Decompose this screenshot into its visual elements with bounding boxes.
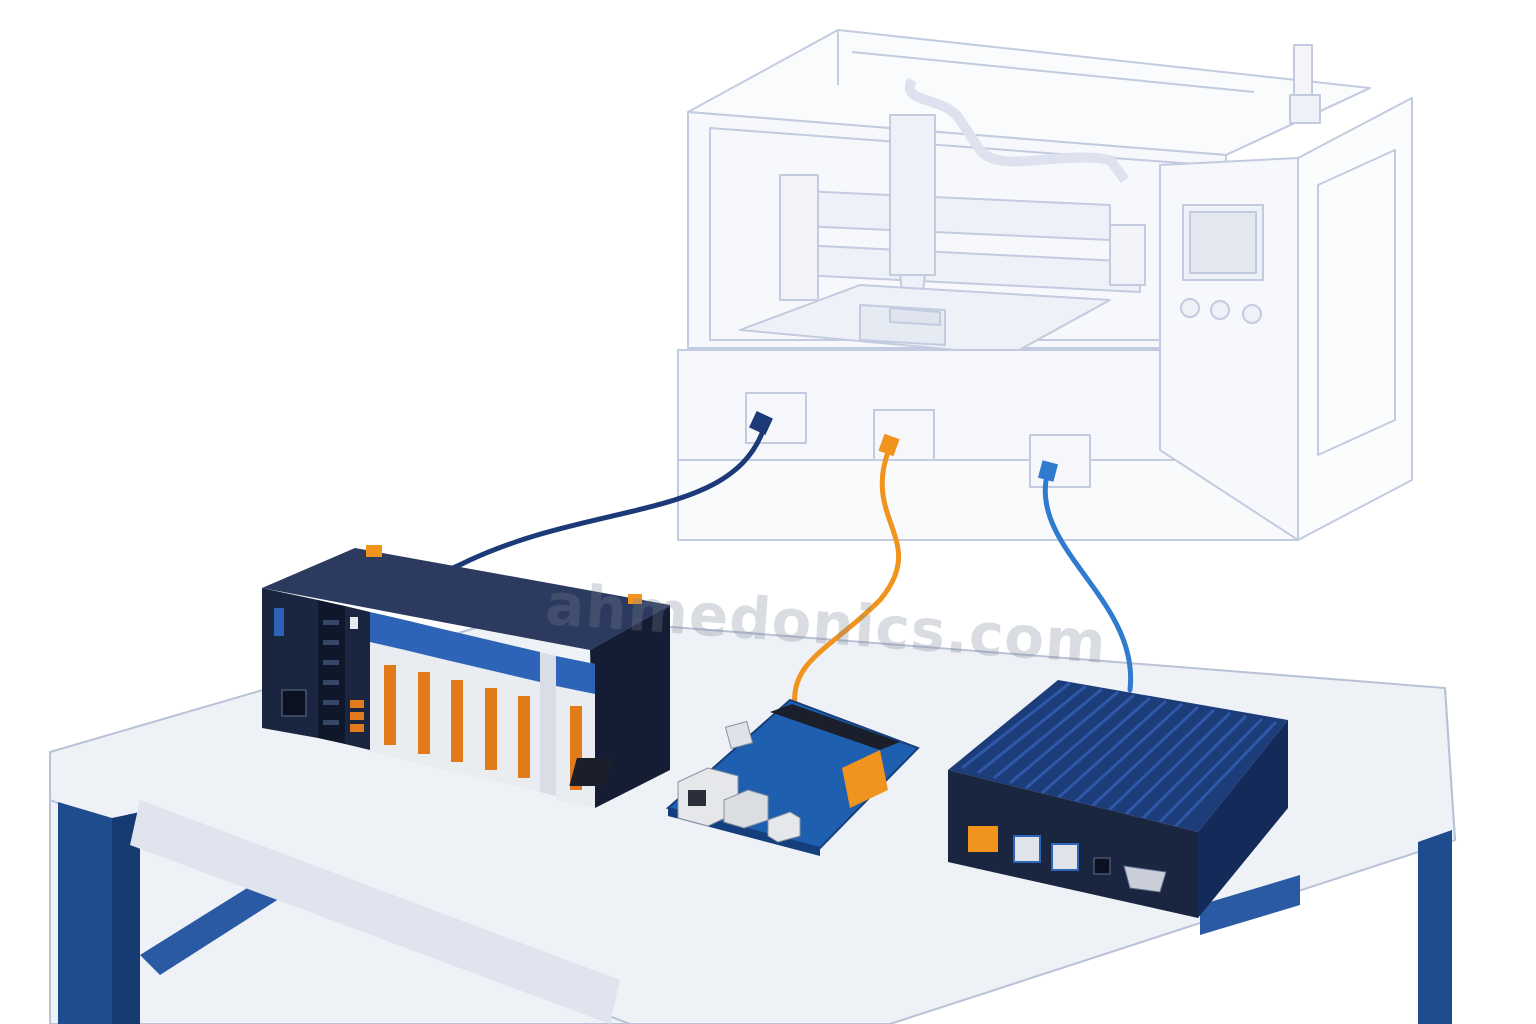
plc-cpu-slot-icon (274, 608, 284, 636)
machine-port-middle (873, 409, 935, 461)
plc-ethernet-port (281, 689, 307, 717)
fanless-pc (948, 680, 1288, 918)
control-cabinet (1159, 44, 1413, 541)
pc-serial-port (1123, 865, 1167, 893)
machine-port-right (1029, 434, 1091, 488)
pc-usb-port-2 (1051, 843, 1079, 871)
cable-orange (792, 444, 901, 711)
embedded-board (569, 698, 920, 856)
cnc-machine (677, 29, 1413, 541)
plc-rack (262, 545, 670, 808)
board-terminal-block (842, 750, 888, 808)
pc-usb-port-1 (1013, 835, 1041, 863)
plc-io-modules (370, 612, 595, 808)
gpio-header (770, 704, 900, 750)
machine-bed (739, 284, 1111, 356)
machine-port-left (745, 392, 807, 444)
pc-aux-port (1093, 857, 1111, 875)
pc-power-terminal (968, 826, 998, 852)
cable-light-blue (1042, 472, 1134, 693)
board-hdmi-port (767, 811, 801, 843)
soc-chip (569, 758, 613, 786)
